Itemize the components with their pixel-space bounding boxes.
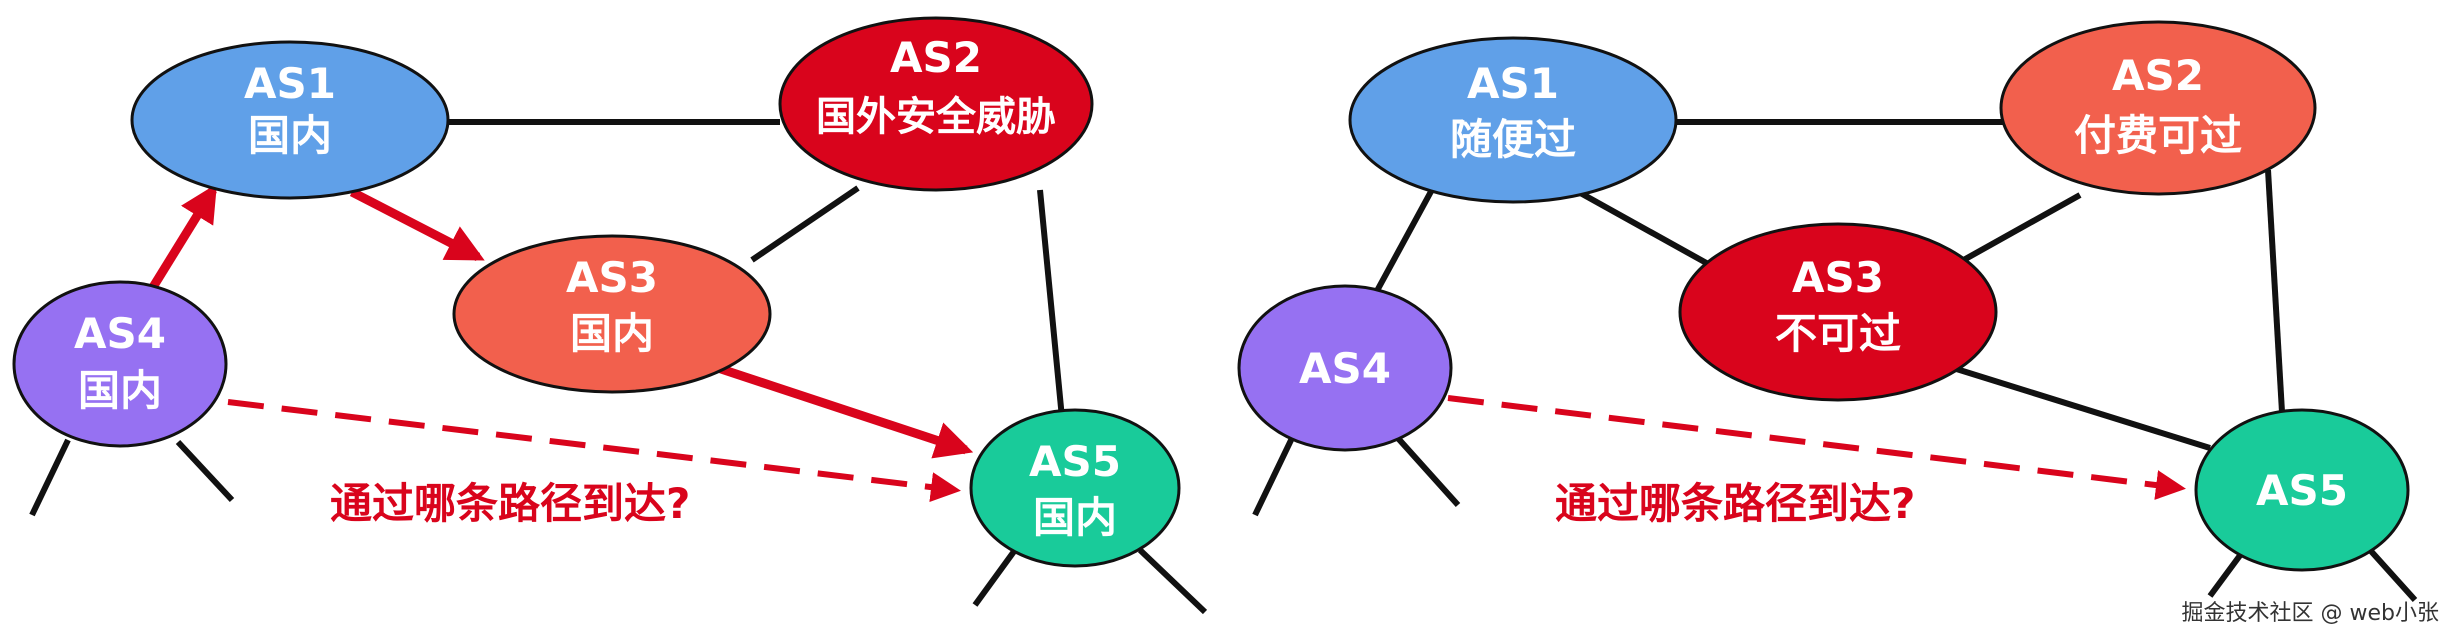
node-as1-label: 国内 bbox=[248, 111, 332, 160]
right-links bbox=[1252, 119, 2418, 603]
link-as2-as5 bbox=[2265, 169, 2285, 413]
watermark: 掘金技术社区 @ web小张 bbox=[2181, 601, 2439, 626]
node-as1: AS1 随便过 bbox=[1348, 36, 1678, 204]
route-arrow-as1-as3 bbox=[349, 188, 485, 261]
node-as4-name: AS4 bbox=[74, 309, 166, 358]
left-links bbox=[29, 119, 1208, 615]
link-as1-as4 bbox=[1369, 184, 1437, 302]
route-arrow-as3-as5 bbox=[716, 363, 974, 459]
node-as2-shape bbox=[778, 16, 1094, 192]
left-question: 通过哪条路径到达? bbox=[330, 479, 690, 528]
link-as2-as3 bbox=[750, 185, 860, 263]
link-as4-stub-right bbox=[1393, 433, 1461, 508]
node-as4-shape bbox=[12, 280, 228, 448]
node-as3: AS3 不可过 bbox=[1678, 222, 1998, 402]
node-as5-name: AS5 bbox=[2256, 466, 2348, 515]
node-as5: AS5 国内 bbox=[969, 408, 1181, 568]
link-as5-stub-left bbox=[972, 548, 1018, 607]
node-as3-name: AS3 bbox=[566, 253, 658, 302]
node-as1-name: AS1 bbox=[1467, 59, 1559, 108]
node-as3-name: AS3 bbox=[1792, 253, 1884, 302]
left-route bbox=[146, 183, 974, 459]
node-as4-label: 国内 bbox=[78, 366, 162, 415]
node-as4: AS4 国内 bbox=[12, 280, 228, 448]
link-as5-stub-right bbox=[1137, 547, 1208, 615]
node-as3-label: 不可过 bbox=[1775, 309, 1901, 358]
link-as1-as3 bbox=[1573, 187, 1712, 268]
node-as2: AS2 付费可过 bbox=[1999, 20, 2317, 196]
dashed-arrow-as4-as5 bbox=[227, 399, 961, 503]
node-as3: AS3 国内 bbox=[452, 234, 772, 394]
node-as2: AS2 国外安全威胁 bbox=[778, 16, 1094, 192]
node-as4-shape bbox=[1237, 284, 1453, 452]
node-as1-name: AS1 bbox=[244, 59, 336, 108]
node-as5: AS5 bbox=[2194, 408, 2410, 572]
link-as2-as5 bbox=[1037, 189, 1065, 419]
dashed-arrow-as4-as5 bbox=[1447, 395, 2186, 500]
node-as3-shape bbox=[1678, 222, 1998, 402]
right-question: 通过哪条路径到达? bbox=[1555, 479, 1915, 528]
node-as1-label: 随便过 bbox=[1450, 115, 1576, 164]
link-as4-stub-left bbox=[29, 438, 71, 517]
node-as3-shape bbox=[452, 234, 772, 394]
link-as2-as3 bbox=[1958, 192, 2082, 265]
node-as3-label: 国内 bbox=[570, 309, 654, 358]
node-as5-name: AS5 bbox=[1029, 437, 1121, 486]
node-as2-name: AS2 bbox=[890, 33, 982, 82]
node-as5-label: 国内 bbox=[1033, 493, 1117, 542]
node-as1: AS1 国内 bbox=[130, 40, 450, 200]
node-as4: AS4 bbox=[1237, 284, 1453, 452]
node-as1-shape bbox=[130, 40, 450, 200]
link-as4-stub-right bbox=[175, 439, 235, 503]
node-as2-label: 付费可过 bbox=[2074, 111, 2242, 160]
right-diagram: AS1 随便过 AS2 付费可过 AS3 不可过 AS4 AS5 通过哪条路径到… bbox=[1237, 20, 2418, 603]
node-as1-shape bbox=[1348, 36, 1678, 204]
node-as4-name: AS4 bbox=[1299, 344, 1391, 393]
link-as5-stub-right bbox=[2367, 547, 2418, 603]
left-diagram: AS1 国内 AS2 国外安全威胁 AS3 国内 AS4 国内 AS5 国内 通… bbox=[12, 16, 1208, 615]
link-as5-stub-left bbox=[2207, 548, 2247, 598]
node-as5-shape bbox=[969, 408, 1181, 568]
link-as3-as5 bbox=[1949, 364, 2211, 451]
node-as2-shape bbox=[1999, 20, 2317, 196]
route-arrow-as4-as1 bbox=[146, 183, 217, 295]
node-as2-name: AS2 bbox=[2112, 51, 2204, 100]
node-as2-label: 国外安全威胁 bbox=[816, 94, 1056, 140]
node-as5-shape bbox=[2194, 408, 2410, 572]
link-as4-stub-left bbox=[1252, 434, 1296, 517]
